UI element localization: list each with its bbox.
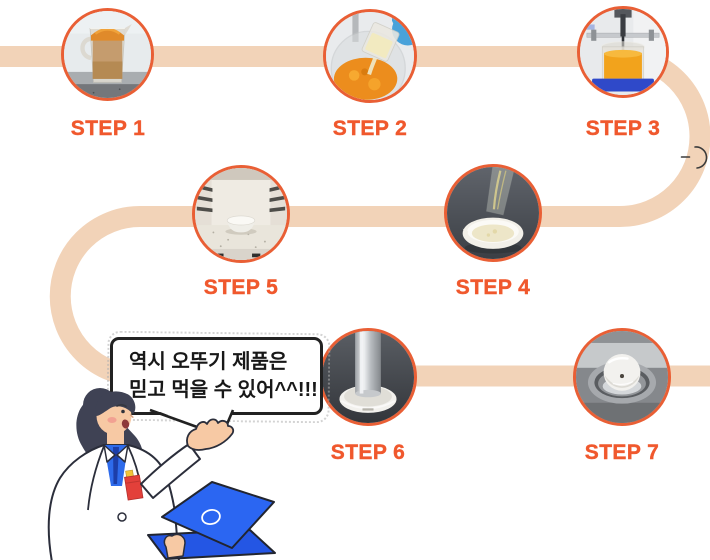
step-4-label: STEP 4 (455, 276, 531, 299)
step-7-photo (573, 328, 671, 426)
character-collar (103, 444, 129, 463)
step-5-photo (192, 165, 290, 263)
scientist-character (47, 388, 276, 560)
process-path-band (0, 46, 710, 387)
cylinder-photo-illustration (322, 331, 414, 423)
step-3-photo (577, 6, 669, 98)
character-left-hand (163, 533, 186, 559)
step-6-photo (319, 328, 417, 426)
microwave-photo-illustration (195, 168, 287, 260)
stirrer-photo-illustration (580, 9, 666, 95)
character-neck (107, 430, 124, 448)
laptop-logo (201, 508, 221, 526)
partial-circle-mark (680, 146, 708, 169)
step-5-label: STEP 5 (203, 276, 279, 299)
character-open-hand (186, 418, 235, 451)
stand-photo-illustration (576, 331, 668, 423)
pour-photo-illustration (326, 12, 414, 100)
dish-pour-photo-illustration (447, 167, 539, 259)
character-raised-arm (140, 443, 201, 499)
character-pocket-badge (124, 469, 144, 501)
speech-bubble: 역시 오뚜기 제품은 믿고 먹을 수 있어^^!!! (110, 337, 323, 415)
step-4-photo (444, 164, 542, 262)
character-face-features (107, 404, 134, 429)
step-2-photo (323, 9, 417, 103)
character-hair-front (95, 391, 136, 416)
speech-line-1: 역시 오뚜기 제품은 (129, 351, 288, 373)
laptop-screen (161, 481, 275, 549)
step-1-label: STEP 1 (70, 117, 146, 140)
step-3-label: STEP 3 (585, 117, 661, 140)
speech-line-2: 믿고 먹을 수 있어^^!!! (129, 379, 318, 401)
step-2-label: STEP 2 (332, 117, 408, 140)
step-6-label: STEP 6 (330, 441, 406, 464)
character-coat-button (117, 512, 127, 522)
jug-photo-illustration (64, 11, 151, 98)
step-7-label: STEP 7 (584, 441, 660, 464)
step-1-photo (61, 8, 154, 101)
